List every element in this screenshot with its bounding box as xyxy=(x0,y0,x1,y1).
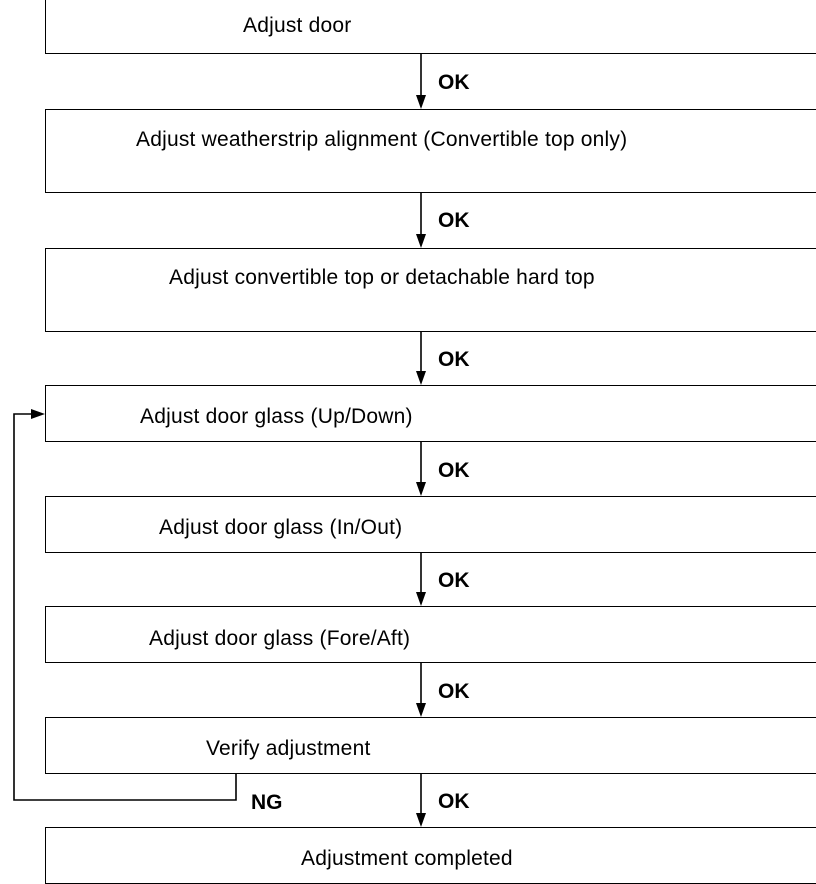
step-box-verify: Verify adjustment xyxy=(45,717,816,774)
ok-label: OK xyxy=(438,459,470,482)
ok-label: OK xyxy=(438,569,470,592)
step-label: Adjust door xyxy=(243,14,352,37)
ok-label: OK xyxy=(438,348,470,371)
ng-label: NG xyxy=(251,791,283,814)
ok-label: OK xyxy=(438,680,470,703)
step-label: Adjust weatherstrip alignment (Convertib… xyxy=(136,128,628,151)
step-label: Adjust convertible top or detachable har… xyxy=(169,266,595,289)
arrowhead xyxy=(416,703,426,717)
step-box-completed: Adjustment completed xyxy=(45,827,816,884)
step-box-adjust-door: Adjust door xyxy=(45,0,816,54)
loop-back-arrowhead xyxy=(31,409,45,419)
arrowhead xyxy=(416,813,426,827)
step-box-convertible-top: Adjust convertible top or detachable har… xyxy=(45,248,816,332)
step-box-glass-up-down: Adjust door glass (Up/Down) xyxy=(45,385,816,442)
loop-back-line xyxy=(13,413,237,801)
step-label: Adjustment completed xyxy=(301,847,513,870)
ok-label: OK xyxy=(438,790,470,813)
step-label: Adjust door glass (Fore/Aft) xyxy=(149,627,411,650)
arrowhead xyxy=(416,371,426,385)
arrowhead xyxy=(416,95,426,109)
arrowhead xyxy=(416,592,426,606)
step-box-glass-fore-aft: Adjust door glass (Fore/Aft) xyxy=(45,606,816,663)
ok-label: OK xyxy=(438,209,470,232)
step-label: Adjust door glass (Up/Down) xyxy=(140,405,413,428)
arrowhead xyxy=(416,482,426,496)
ok-label: OK xyxy=(438,71,470,94)
step-box-weatherstrip: Adjust weatherstrip alignment (Convertib… xyxy=(45,109,816,193)
arrowhead xyxy=(416,234,426,248)
step-label: Adjust door glass (In/Out) xyxy=(159,516,403,539)
step-label: Verify adjustment xyxy=(206,737,371,760)
step-box-glass-in-out: Adjust door glass (In/Out) xyxy=(45,496,816,553)
